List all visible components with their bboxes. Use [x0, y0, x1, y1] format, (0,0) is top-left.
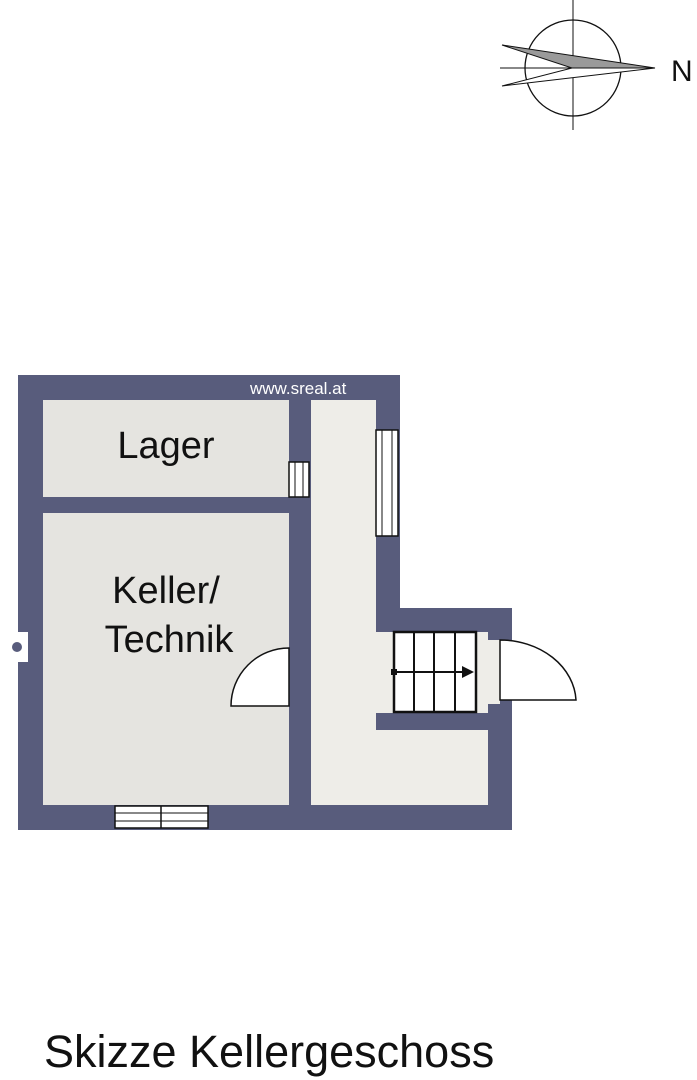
window-icon — [288, 461, 310, 498]
room-label-keller: Keller/ — [112, 570, 220, 612]
room-label-lager: Lager — [117, 425, 215, 467]
compass-north-arrow-icon: N — [500, 0, 693, 130]
watermark: www.sreal.at — [249, 379, 347, 398]
lager-floor — [43, 400, 289, 497]
entrance-opening — [488, 640, 500, 704]
door-swing-icon — [230, 647, 290, 707]
window-icon — [375, 429, 399, 537]
interior-walls — [43, 400, 512, 805]
compass-label: N — [671, 55, 693, 88]
staircase-icon — [391, 630, 478, 714]
corridor-floor-upper — [311, 400, 376, 805]
keller-technik-floor — [43, 513, 289, 805]
door-swing-icon — [499, 639, 577, 701]
window-icon — [114, 805, 209, 829]
wall-socket-icon — [0, 632, 28, 662]
floors — [43, 400, 488, 805]
room-label-technik: Technik — [105, 619, 235, 661]
plan-caption: Skizze Kellergeschoss — [44, 1026, 495, 1077]
